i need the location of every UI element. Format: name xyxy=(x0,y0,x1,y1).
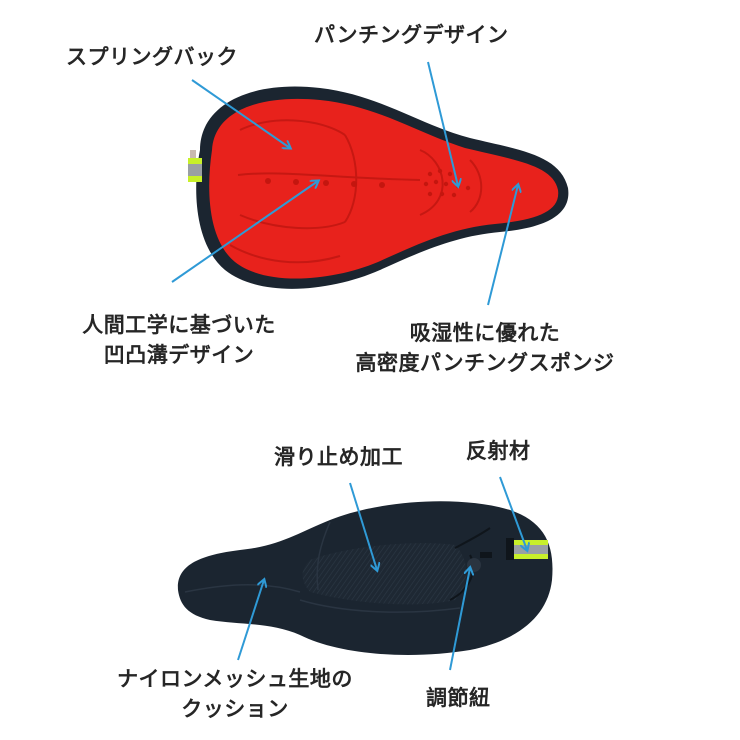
label-drawstring: 調節紐 xyxy=(426,686,491,710)
label-absorbent-sponge: 吸湿性に優れた 高密度パンチングスポンジ xyxy=(355,321,615,375)
label-spring-back: スプリングバック xyxy=(66,45,238,69)
arrow-drawstring xyxy=(449,568,470,671)
arrow-ergonomic xyxy=(171,181,318,283)
arrow-anti-slip xyxy=(349,482,377,570)
arrow-absorbent xyxy=(487,185,518,306)
arrow-spring-back xyxy=(191,79,290,148)
arrow-nylon xyxy=(237,580,264,661)
label-anti-slip: 滑り止め加工 xyxy=(274,445,403,469)
label-punching-design: パンチングデザイン xyxy=(314,23,509,47)
red-saddle-cover xyxy=(188,86,569,289)
arrow-punching-design xyxy=(427,61,458,186)
arrow-reflective xyxy=(499,476,527,550)
label-nylon-mesh: ナイロンメッシュ生地の クッション xyxy=(117,667,353,721)
black-mesh-cover xyxy=(177,501,553,655)
label-reflective: 反射材 xyxy=(466,439,531,463)
label-ergonomic-groove: 人間工学に基づいた 凹凸溝デザイン xyxy=(82,313,276,367)
reflective-strap-top xyxy=(188,150,202,182)
